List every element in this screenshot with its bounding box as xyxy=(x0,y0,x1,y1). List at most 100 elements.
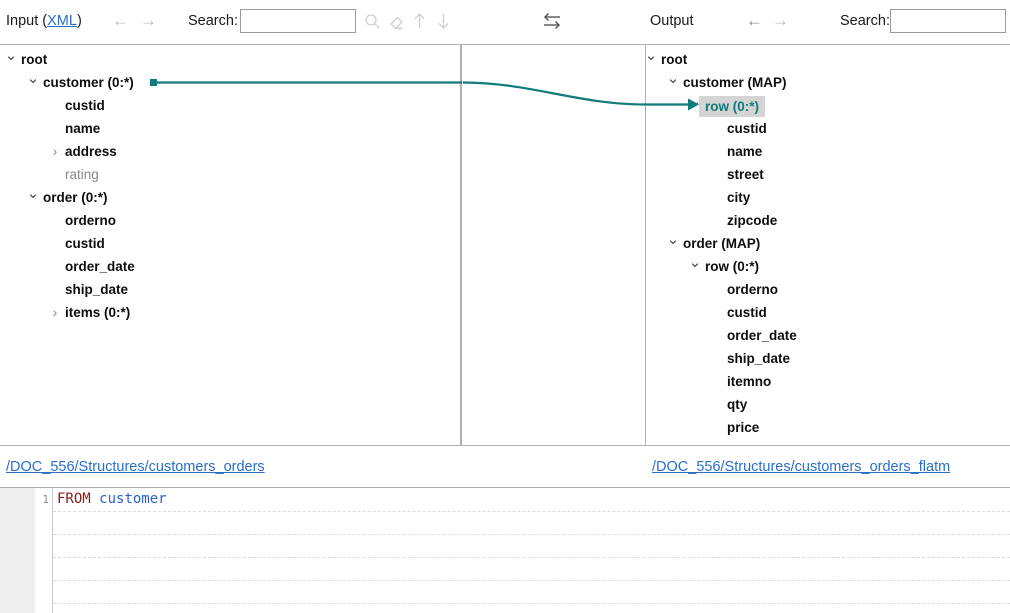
tree-node-label[interactable]: customer (0:*) xyxy=(43,75,134,90)
search-icon[interactable] xyxy=(364,13,381,30)
input-format-link[interactable]: XML xyxy=(47,13,77,29)
tree-node-label[interactable]: items (0:*) xyxy=(65,305,131,320)
chevron-right-icon[interactable]: › xyxy=(52,143,58,159)
code-token-space xyxy=(91,491,99,507)
input-path-link[interactable]: /DOC_556/Structures/customers_orders xyxy=(6,459,265,475)
tree-row[interactable]: qty xyxy=(646,393,1010,416)
tree-node-label[interactable]: order (0:*) xyxy=(43,190,108,205)
tree-row[interactable]: price xyxy=(646,416,1010,439)
tree-node-label[interactable]: order_date xyxy=(727,328,797,343)
tree-row[interactable]: name xyxy=(646,140,1010,163)
tree-node-label[interactable]: street xyxy=(727,167,764,182)
tree-row[interactable]: city xyxy=(646,186,1010,209)
tree-row[interactable]: ⌄root xyxy=(646,47,1010,71)
chevron-down-icon[interactable]: ⌄ xyxy=(26,185,40,202)
chevron-down-icon[interactable]: ⌄ xyxy=(666,70,680,87)
tree-node-label[interactable]: custid xyxy=(727,121,767,136)
editor-guide-line xyxy=(53,603,1010,604)
tree-row[interactable]: street xyxy=(646,163,1010,186)
code-token-identifier: customer xyxy=(99,491,167,507)
tree-row[interactable]: zipcode xyxy=(646,209,1010,232)
editor-guide-line xyxy=(53,534,1010,535)
editor-guide-line xyxy=(53,511,1010,512)
tree-row[interactable]: custid xyxy=(646,301,1010,324)
editor-breakpoint-gutter[interactable] xyxy=(0,488,36,613)
tree-node-label[interactable]: orderno xyxy=(727,282,779,297)
tree-node-label[interactable]: row (0:*) xyxy=(705,259,759,274)
input-forward-button[interactable]: → xyxy=(140,11,157,30)
tree-node-label[interactable]: ship_date xyxy=(65,282,129,297)
input-search-label: Search: xyxy=(188,13,238,29)
chevron-down-icon[interactable]: ⌄ xyxy=(645,47,658,64)
query-code-editor[interactable]: 1 FROM customer xyxy=(0,488,1010,613)
tree-node-label[interactable]: itemno xyxy=(727,374,772,389)
tree-row[interactable]: order_date xyxy=(0,255,460,278)
tree-row[interactable]: custid xyxy=(646,117,1010,140)
top-toolbar: Input (XML) ← → Search: Output ← → Searc… xyxy=(0,0,1010,44)
tree-node-label[interactable]: row (0:*) xyxy=(699,96,765,117)
tree-row[interactable]: ⌄customer (MAP) xyxy=(646,70,1010,94)
tree-row[interactable]: ⌄order (MAP) xyxy=(646,231,1010,255)
editor-code-line[interactable]: FROM customer xyxy=(57,488,167,511)
tree-node-label[interactable]: orderno xyxy=(65,213,117,228)
chevron-down-icon[interactable]: ⌄ xyxy=(666,231,680,248)
output-search-label: Search: xyxy=(840,13,890,29)
tree-row[interactable]: › items (0:*) xyxy=(0,301,460,324)
tree-node-label[interactable]: order (MAP) xyxy=(683,236,761,251)
code-token-keyword: FROM xyxy=(57,491,91,507)
editor-divider xyxy=(0,487,1010,488)
tree-row[interactable]: ⌄row (0:*) xyxy=(646,93,1010,117)
tree-node-label[interactable]: custid xyxy=(727,305,767,320)
chevron-down-icon[interactable]: ⌄ xyxy=(26,70,40,87)
editor-guide-line xyxy=(53,557,1010,558)
tree-node-label[interactable]: root xyxy=(21,52,48,67)
tree-row[interactable]: order_date xyxy=(646,324,1010,347)
arrow-down-icon[interactable] xyxy=(436,12,451,30)
tree-row[interactable]: custid xyxy=(0,232,460,255)
input-back-button[interactable]: ← xyxy=(112,11,129,30)
output-search-input[interactable] xyxy=(890,9,1006,33)
input-search-input[interactable] xyxy=(240,9,356,33)
tree-node-label[interactable]: name xyxy=(727,144,763,159)
mapping-canvas-panel[interactable] xyxy=(461,44,646,446)
tree-row[interactable]: itemno xyxy=(646,370,1010,393)
tree-row[interactable]: › address xyxy=(0,140,460,163)
tree-node-label[interactable]: name xyxy=(65,121,101,136)
tree-node-label[interactable]: custid xyxy=(65,236,105,251)
output-path-link[interactable]: /DOC_556/Structures/customers_orders_fla… xyxy=(652,459,951,475)
output-back-button[interactable]: ← xyxy=(746,11,763,30)
chevron-right-icon[interactable]: › xyxy=(52,304,58,320)
tree-row[interactable]: ship_date xyxy=(646,347,1010,370)
tree-row[interactable]: rating xyxy=(0,163,460,186)
tree-node-label[interactable]: customer (MAP) xyxy=(683,75,787,90)
eraser-icon[interactable] xyxy=(388,13,405,30)
tree-node-label[interactable]: price xyxy=(727,420,760,435)
tree-row[interactable]: orderno xyxy=(646,278,1010,301)
tree-node-label[interactable]: rating xyxy=(65,167,99,182)
tree-row[interactable]: custid xyxy=(0,94,460,117)
tree-node-label[interactable]: ship_date xyxy=(727,351,791,366)
chevron-down-icon[interactable]: ⌄ xyxy=(688,254,702,271)
tree-row[interactable]: ⌄root xyxy=(0,47,460,71)
tree-node-label[interactable]: order_date xyxy=(65,259,135,274)
chevron-down-icon[interactable]: ⌄ xyxy=(4,47,18,64)
tree-node-label[interactable]: zipcode xyxy=(727,213,778,228)
editor-line-number: 1 xyxy=(42,493,49,506)
tree-row[interactable]: ⌄customer (0:*) xyxy=(0,70,460,94)
tree-node-label[interactable]: root xyxy=(661,52,688,67)
tree-row[interactable]: orderno xyxy=(0,209,460,232)
tree-node-label[interactable]: qty xyxy=(727,397,748,412)
tree-row[interactable]: ⌄row (0:*) xyxy=(646,254,1010,278)
tree-node-label[interactable]: custid xyxy=(65,98,105,113)
arrow-up-icon[interactable] xyxy=(412,12,427,30)
tree-node-label[interactable]: address xyxy=(65,144,117,159)
output-forward-button[interactable]: → xyxy=(772,11,789,30)
tree-row[interactable]: ⌄order (0:*) xyxy=(0,185,460,209)
tree-node-label[interactable]: city xyxy=(727,190,751,205)
swap-arrows-icon[interactable] xyxy=(541,11,563,31)
tree-row[interactable]: name xyxy=(0,117,460,140)
editor-gutter-divider xyxy=(52,488,53,613)
tree-row[interactable]: ship_date xyxy=(0,278,460,301)
